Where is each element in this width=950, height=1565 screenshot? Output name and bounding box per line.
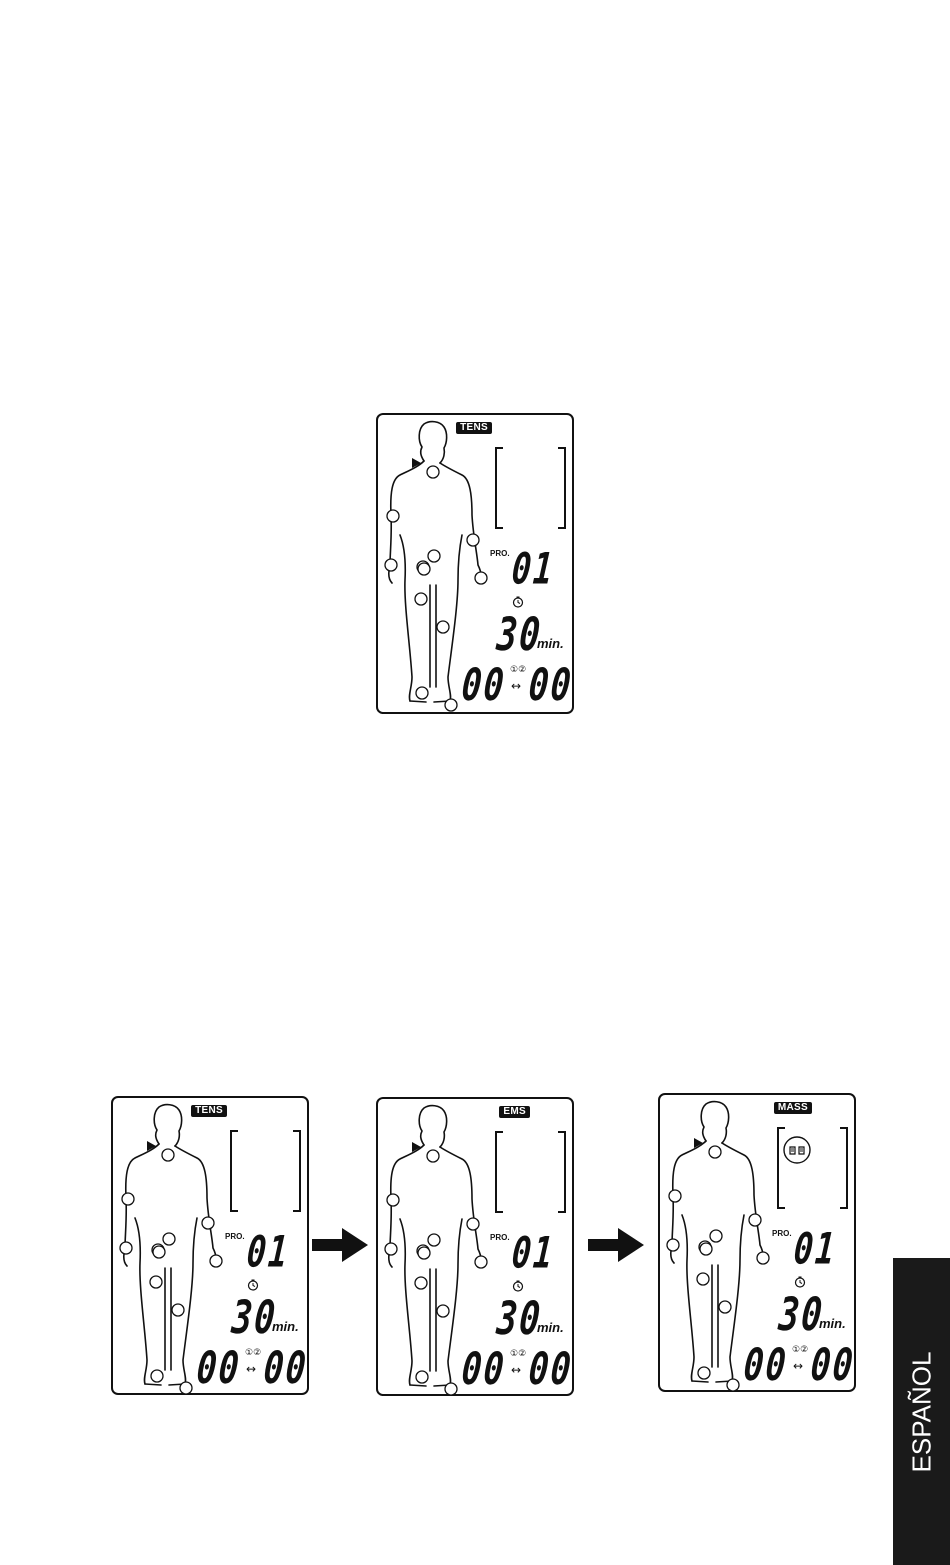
intensity-bracket-right — [558, 1131, 566, 1213]
timer-value: 30 — [230, 1291, 279, 1345]
channel-swap-icon: ↔ — [246, 1362, 256, 1376]
language-tab: ESPAÑOL — [893, 1258, 950, 1565]
channel-labels: ①② — [510, 665, 526, 675]
timer-value: 30 — [495, 608, 544, 662]
channel-2-intensity: 00 — [809, 1338, 857, 1391]
intensity-bracket-right — [558, 447, 566, 529]
lcd-display: EMS PRO. 01 30 min. 00 ①② ↔ 00 — [376, 1097, 574, 1396]
mode-badge: EMS — [499, 1106, 530, 1118]
program-label: PRO. — [772, 1229, 792, 1238]
lcd-display: MASS PRO. 01 30 min. 00 ①② ↔ 00 — [658, 1093, 856, 1392]
timer-unit: min. — [272, 1319, 299, 1334]
channel-labels: ①② — [245, 1348, 261, 1358]
mode-badge: TENS — [456, 422, 492, 434]
intensity-bracket-left — [230, 1130, 238, 1212]
timer-value: 30 — [777, 1288, 826, 1342]
channel-labels: ①② — [792, 1345, 808, 1355]
channel-swap-icon: ↔ — [511, 1363, 521, 1377]
program-label: PRO. — [490, 1233, 510, 1242]
mode-badge: MASS — [774, 1102, 812, 1114]
program-number: 01 — [792, 1223, 839, 1274]
program-number: 01 — [245, 1226, 292, 1277]
channel-2-intensity: 00 — [527, 658, 575, 711]
massage-hands-icon — [782, 1135, 812, 1170]
channel-2-intensity: 00 — [527, 1342, 575, 1395]
channel-2-intensity: 00 — [262, 1341, 310, 1394]
channel-1-intensity: 00 — [460, 658, 508, 711]
lcd-display: TENS PRO. 01 30 min. 00 ①② ↔ 00 — [111, 1096, 309, 1395]
language-tab-label: ESPAÑOL — [906, 1351, 937, 1472]
program-number: 01 — [510, 543, 557, 594]
arrow-right-icon — [588, 1228, 644, 1262]
channel-swap-icon: ↔ — [511, 679, 521, 693]
program-label: PRO. — [490, 549, 510, 558]
arrow-right-icon — [312, 1228, 368, 1262]
channel-labels: ①② — [510, 1349, 526, 1359]
intensity-bracket-left — [495, 1131, 503, 1213]
mode-badge: TENS — [191, 1105, 227, 1117]
channel-1-intensity: 00 — [742, 1338, 790, 1391]
program-number: 01 — [510, 1227, 557, 1278]
timer-unit: min. — [537, 636, 564, 651]
channel-1-intensity: 00 — [460, 1342, 508, 1395]
timer-unit: min. — [537, 1320, 564, 1335]
channel-swap-icon: ↔ — [793, 1359, 803, 1373]
intensity-bracket-right — [840, 1127, 848, 1209]
timer-unit: min. — [819, 1316, 846, 1331]
channel-1-intensity: 00 — [195, 1341, 243, 1394]
intensity-bracket-left — [495, 447, 503, 529]
intensity-bracket-right — [293, 1130, 301, 1212]
program-label: PRO. — [225, 1232, 245, 1241]
lcd-display: TENS PRO. 01 30 min. 00 ①② ↔ 00 — [376, 413, 574, 714]
timer-value: 30 — [495, 1292, 544, 1346]
